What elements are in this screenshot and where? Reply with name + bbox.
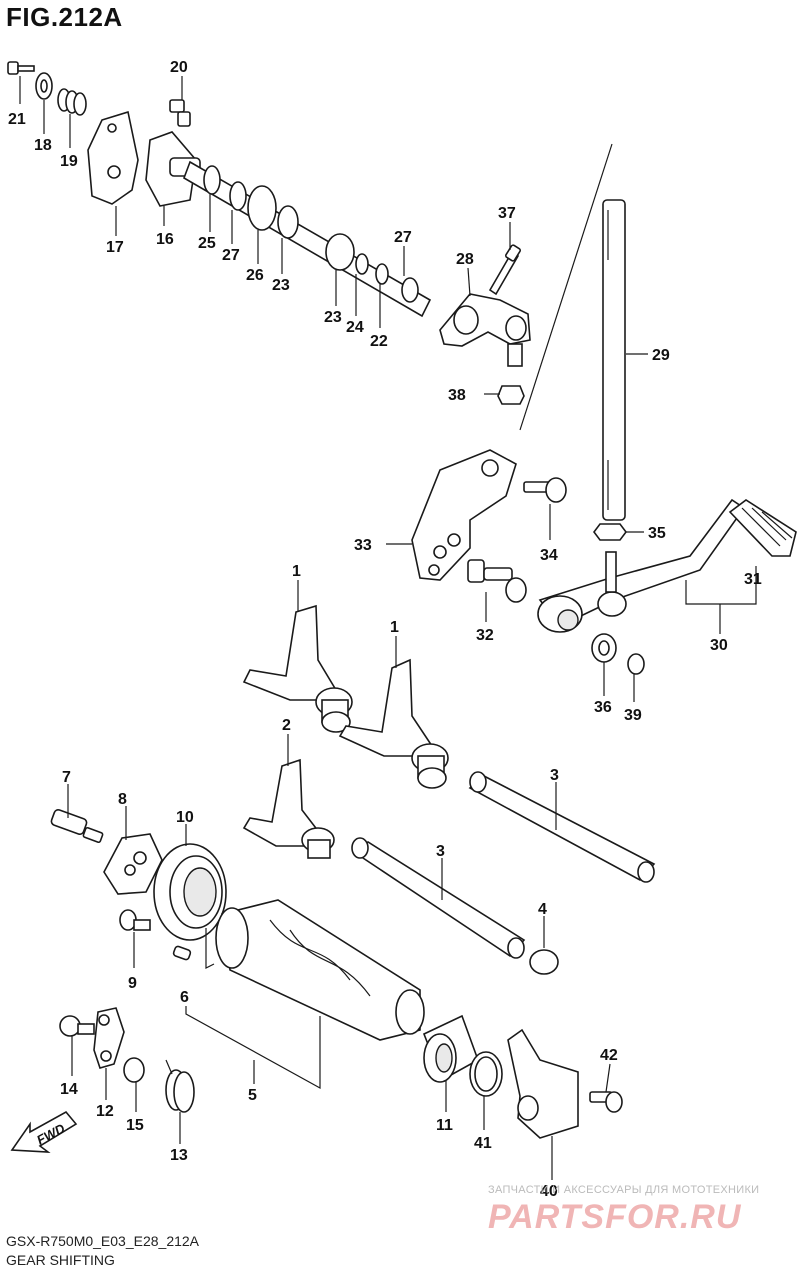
callout-36: 36 xyxy=(594,699,612,716)
callout-28: 28 xyxy=(456,251,474,268)
part-42-bolt xyxy=(589,1091,623,1113)
part-18-washer xyxy=(35,72,53,100)
callout-29: 29 xyxy=(652,347,670,364)
part-28-shift-lever xyxy=(439,293,531,367)
shift-shaft xyxy=(183,160,432,318)
callout-41: 41 xyxy=(474,1135,492,1152)
part-38-nut xyxy=(497,385,525,405)
callout-39: 39 xyxy=(624,707,642,724)
part-1-shift-fork-a xyxy=(242,604,353,733)
callout-40: 40 xyxy=(540,1183,558,1200)
callout-6: 6 xyxy=(180,989,189,1006)
part-19-spring xyxy=(57,88,87,116)
callout-8: 8 xyxy=(118,791,127,808)
callout-18: 18 xyxy=(34,137,52,154)
part-31-footpeg-rubber xyxy=(728,499,797,557)
part-3-fork-shaft-a xyxy=(468,771,656,883)
callout-1-a: 1 xyxy=(292,563,301,580)
callout-20: 20 xyxy=(170,59,188,76)
part-37-bolt xyxy=(488,244,521,296)
callout-13: 13 xyxy=(170,1147,188,1164)
callout-27-a: 27 xyxy=(222,247,240,264)
callout-15: 15 xyxy=(126,1117,144,1134)
callout-9: 9 xyxy=(128,975,137,992)
callout-19: 19 xyxy=(60,153,78,170)
callout-5: 5 xyxy=(248,1087,257,1104)
callout-23-a: 23 xyxy=(272,277,290,294)
watermark-logo: PARTSFOR.RU xyxy=(488,1198,742,1236)
part-8-stopper-plate xyxy=(103,833,163,895)
part-21-bolt xyxy=(7,61,35,75)
part-35-nut xyxy=(593,523,627,541)
callout-37: 37 xyxy=(498,205,516,222)
callout-16: 16 xyxy=(156,231,174,248)
diagram-code: GSX-R750M0_E03_E28_212A xyxy=(6,1233,200,1249)
part-29-rod xyxy=(519,143,626,521)
callout-17: 17 xyxy=(106,239,124,256)
fwd-arrow-icon xyxy=(10,1110,78,1153)
callout-31: 31 xyxy=(744,571,762,588)
callout-34: 34 xyxy=(540,547,558,564)
leader-lines xyxy=(19,76,757,1180)
callout-3-a: 3 xyxy=(550,767,559,784)
part-12-stopper-arm xyxy=(93,1007,125,1069)
part-10-bearing xyxy=(153,843,227,941)
part-13-spring xyxy=(165,1059,195,1113)
part-6-pin xyxy=(172,945,192,961)
part-39-circlip xyxy=(627,653,645,675)
callout-23-b: 23 xyxy=(324,309,342,326)
part-20-pin xyxy=(169,99,191,127)
part-4-cap xyxy=(529,949,559,975)
callout-27-b: 27 xyxy=(394,229,412,246)
callout-38: 38 xyxy=(448,387,466,404)
callout-21: 21 xyxy=(8,111,26,128)
callout-3-b: 3 xyxy=(436,843,445,860)
diagram-name: GEAR SHIFTING xyxy=(6,1252,115,1268)
callout-labels: 21 18 19 17 20 16 25 27 26 23 23 24 22 2… xyxy=(8,59,762,1200)
part-3-fork-shaft-b xyxy=(351,837,526,959)
part-30-gearshift-lever xyxy=(537,498,746,633)
part-41-o-ring xyxy=(469,1051,503,1097)
watermark-tagline: ЗАПЧАСТИ И АКСЕССУАРЫ ДЛЯ МОТОТЕХНИКИ xyxy=(488,1184,760,1196)
figure-title: FIG.212A xyxy=(6,2,123,32)
callout-24: 24 xyxy=(346,319,364,336)
part-7-pin xyxy=(50,808,104,844)
callout-11: 11 xyxy=(436,1117,453,1134)
callout-4: 4 xyxy=(538,901,547,918)
part-33-bracket xyxy=(411,449,517,581)
callout-2: 2 xyxy=(282,717,291,734)
callout-1-b: 1 xyxy=(390,619,399,636)
callout-10: 10 xyxy=(176,809,194,826)
part-2-shift-fork xyxy=(242,758,335,859)
part-15-spacer xyxy=(123,1057,145,1083)
callout-35: 35 xyxy=(648,525,666,542)
callout-12: 12 xyxy=(96,1103,114,1120)
part-5-gearshift-cam xyxy=(215,899,425,1041)
callout-25: 25 xyxy=(198,235,216,252)
part-17-plate xyxy=(87,110,139,205)
callout-22: 22 xyxy=(370,333,388,350)
part-9-bolt xyxy=(119,909,151,931)
callout-26: 26 xyxy=(246,267,264,284)
callout-7: 7 xyxy=(62,769,71,786)
part-32-pivot-bolt xyxy=(467,559,527,603)
callout-33: 33 xyxy=(354,537,372,554)
part-14-bolt xyxy=(59,1015,95,1037)
part-36-washer xyxy=(591,633,617,663)
callout-32: 32 xyxy=(476,627,494,644)
part-40-sensor xyxy=(507,1028,579,1139)
callout-14: 14 xyxy=(60,1081,78,1098)
part-34-bolt xyxy=(523,477,567,503)
part-11-bearing xyxy=(422,1014,479,1083)
callout-30: 30 xyxy=(710,637,728,654)
callout-42: 42 xyxy=(600,1047,618,1064)
part-1-shift-fork-b xyxy=(338,658,449,789)
diagram-caption: GSX-R750M0_E03_E28_212A GEAR SHIFTING xyxy=(6,1232,199,1270)
